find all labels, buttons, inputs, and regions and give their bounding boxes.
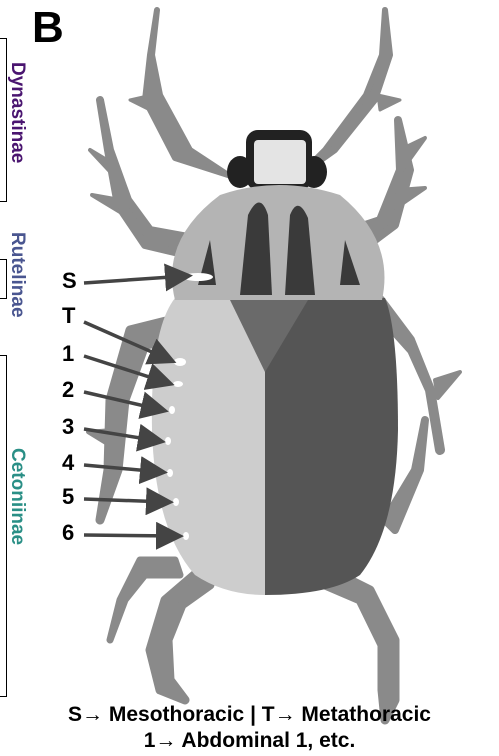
left-hindleg bbox=[150, 570, 210, 700]
spiracle-5 bbox=[173, 498, 179, 506]
spiracle-4 bbox=[167, 469, 173, 477]
caption-line-2: 1→ Abdominal 1, etc. bbox=[0, 730, 499, 751]
left-antenna bbox=[145, 10, 228, 175]
right-midleg-spike bbox=[435, 372, 460, 398]
label-6: 6 bbox=[62, 522, 74, 544]
right-antenna bbox=[300, 10, 390, 175]
label-1: 1 bbox=[62, 343, 74, 365]
arrow-5 bbox=[84, 499, 167, 502]
right-hindleg bbox=[325, 570, 395, 720]
label-4: 4 bbox=[62, 452, 74, 474]
caption-line-1: S→ Mesothoracic | T→ Metathoracic bbox=[0, 704, 499, 725]
head bbox=[227, 130, 327, 190]
left-elytron bbox=[152, 298, 265, 595]
label-s: S bbox=[62, 270, 77, 292]
label-3: 3 bbox=[62, 416, 74, 438]
spiracle-t bbox=[174, 358, 186, 366]
left-foreleg-spike-2 bbox=[92, 195, 125, 215]
right-elytron bbox=[265, 298, 398, 595]
spiracle-3 bbox=[165, 437, 171, 445]
right-antenna-spike bbox=[378, 95, 400, 110]
label-t: T bbox=[62, 305, 75, 327]
left-antenna-spike bbox=[130, 95, 152, 110]
arrow-s bbox=[84, 276, 186, 283]
arrow-6 bbox=[84, 535, 177, 536]
spiracle-1 bbox=[173, 381, 183, 387]
right-foreleg-spike-2 bbox=[396, 188, 425, 208]
spiracle-2 bbox=[169, 406, 175, 414]
spiracle-6 bbox=[183, 532, 189, 540]
spiracle-s bbox=[183, 273, 213, 281]
label-2: 2 bbox=[62, 379, 74, 401]
label-5: 5 bbox=[62, 486, 74, 508]
